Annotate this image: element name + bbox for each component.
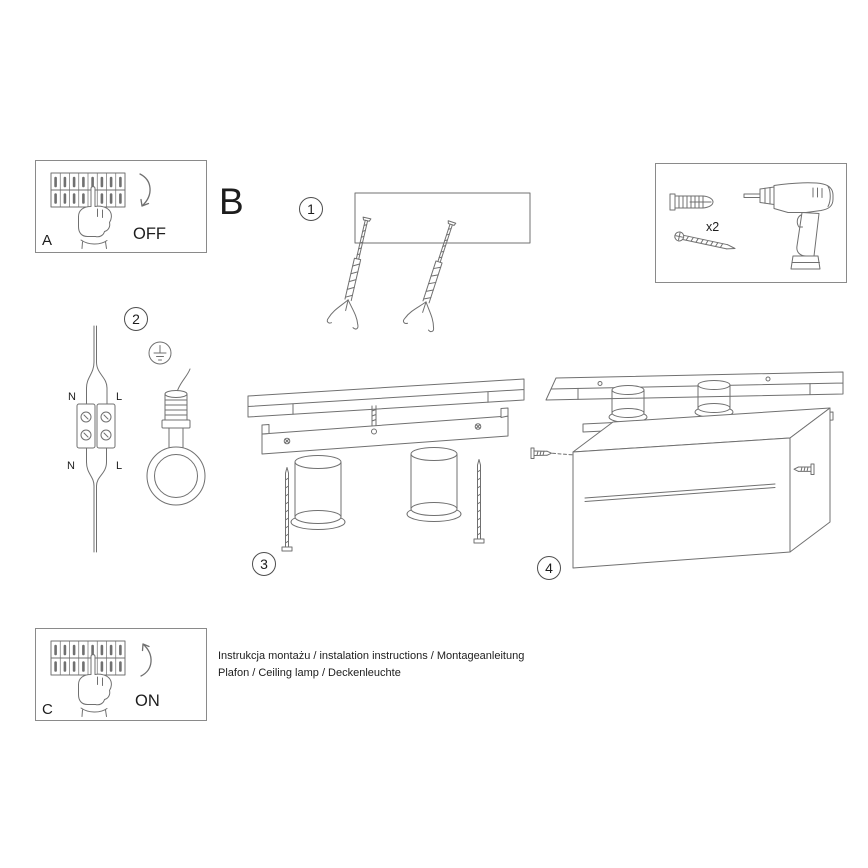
lamp-cover-box: [572, 407, 831, 569]
screw-icon: [674, 231, 736, 250]
side-screw-icon: [530, 447, 573, 459]
mounting-bar: [261, 415, 509, 455]
flip-down-arrow-icon: [139, 173, 151, 207]
lamp-socket-cylinder: [406, 447, 462, 522]
l-out-label: L: [116, 460, 122, 472]
step-2-badge: 2: [124, 307, 148, 331]
panel-c-letter: C: [42, 701, 53, 718]
breaker-panel-icon: [49, 639, 127, 718]
light-slot: [584, 483, 776, 502]
terminal-block-icon: [76, 403, 116, 449]
panel-a-letter: A: [42, 232, 52, 249]
fixing-screw-icon: [281, 467, 293, 552]
step-a-panel: OFF A: [35, 160, 207, 253]
hardware-illustration: x2: [669, 182, 834, 270]
breaker-off-illustration: OFF A: [42, 171, 166, 250]
ground-symbol-icon: [148, 341, 172, 365]
cable-out: [93, 485, 97, 553]
lamp-socket-cylinder: [608, 385, 648, 423]
strain-relief-icon: [146, 368, 206, 506]
quantity-label: x2: [706, 220, 719, 234]
included-hardware-box: x2: [655, 163, 847, 283]
on-label: ON: [135, 692, 160, 710]
lamp-socket-cylinder: [694, 380, 734, 418]
step-4-badge: 4: [537, 556, 561, 580]
cable-in: [93, 325, 97, 363]
canopy-plate: [354, 192, 531, 244]
fixing-screw-icon: [473, 459, 485, 544]
n-in-label: N: [68, 391, 76, 403]
lamp-socket-cylinder: [290, 455, 346, 530]
hanging-rod: [371, 405, 377, 427]
step1-mounting-plate-drawing: [326, 192, 531, 333]
drill-icon: [743, 182, 834, 270]
step-3-badge: 3: [252, 552, 276, 576]
flip-up-arrow-icon: [140, 643, 152, 677]
footer-line-1: Instrukcja montażu / instalation instruc…: [218, 650, 525, 662]
step-1-badge: 1: [299, 197, 323, 221]
ceiling: [545, 371, 844, 401]
wall-plug-icon: [669, 193, 714, 211]
ceiling: [247, 378, 525, 418]
n-out-label: N: [67, 460, 75, 472]
off-label: OFF: [133, 225, 166, 243]
step4-cover-mounting-drawing: [530, 371, 844, 569]
footer-text: Instrukcja montażu / instalation instruc…: [218, 648, 524, 682]
l-in-label: L: [116, 391, 122, 403]
side-screw-icon: [793, 463, 815, 475]
footer-line-2: Plafon / Ceiling lamp / Deckenleuchte: [218, 667, 401, 679]
step-c-panel: ON C: [35, 628, 207, 721]
breaker-panel-icon: [49, 171, 127, 250]
step2-wiring-diagram: N L N L: [67, 325, 206, 553]
step3-bracket-mounting-drawing: [247, 378, 525, 552]
section-b-label: B: [219, 181, 244, 222]
breaker-on-illustration: ON C: [42, 639, 160, 718]
